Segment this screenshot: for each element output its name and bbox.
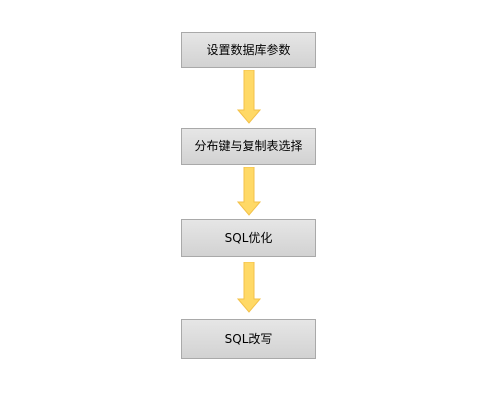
- step-label: 分布键与复制表选择: [194, 139, 303, 153]
- step-distribution-key-and-replication-table-selection: 分布键与复制表选择: [181, 128, 316, 165]
- down-arrow-icon: [237, 70, 261, 124]
- step-label: 设置数据库参数: [206, 42, 291, 57]
- step-label: SQL优化: [224, 230, 273, 245]
- step-set-database-parameters: 设置数据库参数: [181, 32, 316, 68]
- down-arrow-icon: [237, 262, 261, 313]
- step-label: SQL改写: [224, 331, 273, 346]
- step-sql-optimization: SQL优化: [181, 219, 316, 257]
- down-arrow-icon: [237, 167, 261, 216]
- step-sql-rewrite: SQL改写: [181, 319, 316, 359]
